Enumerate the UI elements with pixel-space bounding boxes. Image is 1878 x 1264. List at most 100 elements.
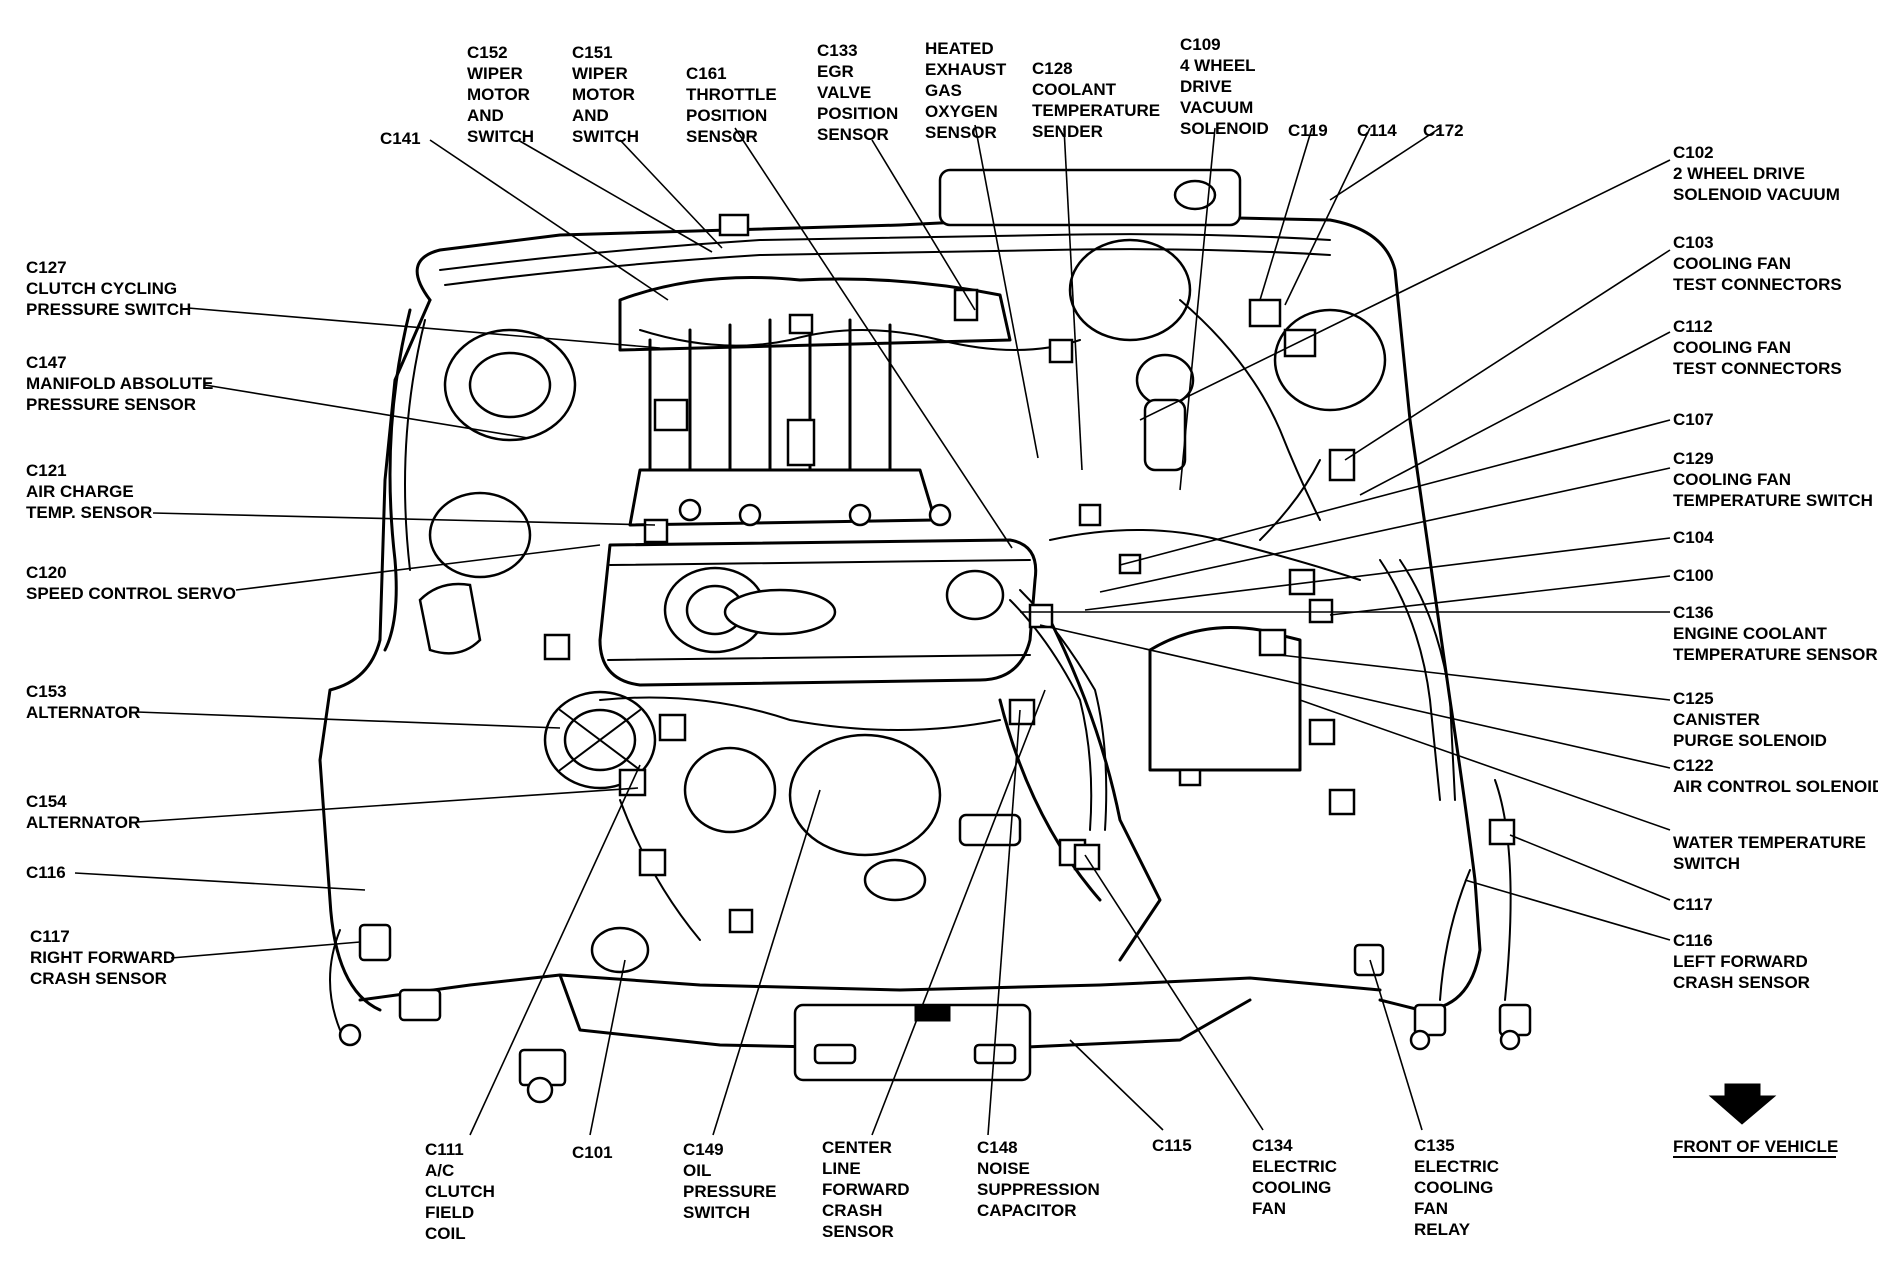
connector-label-line: RELAY [1414,1220,1471,1239]
connector-label-line: VALVE [817,83,871,102]
connector-label-line: POSITION [817,104,898,123]
connector-label-line: TEMPERATURE [1032,101,1160,120]
connector-label-line: THROTTLE [686,85,777,104]
connector-label-c107: C107 [1673,410,1714,429]
connector-label-line: C161 [686,64,727,83]
connector-label-line: POSITION [686,106,767,125]
connector-label-line: SOLENOID [1180,119,1269,138]
connector-label-line: COOLING FAN [1673,254,1791,273]
connector-label-line: SWITCH [1673,854,1740,873]
connector-label-line: CENTER [822,1138,892,1157]
connector-label-line: CRASH [822,1201,882,1220]
connector-label-line: CLUTCH CYCLING [26,279,177,298]
connector-label-c116-left: C116 [26,863,66,882]
connector-label-line: C120 [26,563,67,582]
connector-label-c141: C141 [380,129,421,148]
coolant-reservoir [1148,626,1302,772]
connector-label-line: AIR CONTROL SOLENOID [1673,777,1878,796]
connector-label-line: C112 [1673,317,1713,336]
connector-label-line: CRASH SENSOR [30,969,167,988]
connector-label-line: WIPER [467,64,523,83]
connector-label-line: C152 [467,43,508,62]
connector-label-line: COOLING [1414,1178,1493,1197]
connector-label-line: AIR CHARGE [26,482,134,501]
ac-compressor [683,746,777,834]
connector-label-c172: C172 [1423,121,1464,140]
connector-label-line: C135 [1414,1136,1455,1155]
connector-label-line: NOISE [977,1159,1030,1178]
intake-runners [648,318,892,472]
connector-label-line: C151 [572,43,613,62]
connector-label-line: SENSOR [822,1222,894,1241]
connector-label-line: C119 [1288,121,1328,140]
connector-label-line: ALTERNATOR [26,703,140,722]
connector-label-line: C147 [26,353,67,372]
connector-label-line: C148 [977,1138,1018,1157]
connector-label-line: MOTOR [467,85,530,104]
connector-label-line: FAN [1252,1199,1286,1218]
connector-label-line: C153 [26,682,67,701]
connector-label-line: C102 [1673,143,1714,162]
connector-label-line: C134 [1252,1136,1293,1155]
connector-label-c119: C119 [1288,121,1328,140]
connector-label-line: LINE [822,1159,861,1178]
connector-label-line: HEATED [925,39,994,58]
connector-label-line: C116 [26,863,66,882]
connector-label-line: AND [467,106,504,125]
connector-label-line: TEST CONNECTORS [1673,275,1842,294]
connector-label-line: C172 [1423,121,1464,140]
connector-label-line: C122 [1673,756,1714,775]
connector-label-line: C104 [1673,528,1714,547]
connector-label-line: C116 [1673,931,1713,950]
connector-label-line: EGR [817,62,854,81]
connector-label-line: MANIFOLD ABSOLUTE [26,374,213,393]
connector-label-line: LEFT FORWARD [1673,952,1808,971]
connector-label-line: C129 [1673,449,1714,468]
connector-label-line: SUPPRESSION [977,1180,1100,1199]
valve-cover [598,538,1038,687]
connector-label-line: C114 [1357,121,1397,140]
engine-illustration [318,168,1532,1104]
connector-label-line: DRIVE [1180,77,1232,96]
connector-label-line: C154 [26,792,67,811]
connector-label-line: SWITCH [467,127,534,146]
connector-label-line: COIL [425,1224,466,1243]
connector-label-line: SWITCH [683,1203,750,1222]
connector-label-line: SWITCH [572,127,639,146]
connector-label-line: C107 [1673,410,1714,429]
connector-label-line: C117 [1673,895,1713,914]
front-arrow-icon [1708,1083,1777,1125]
right-strut-tower [1068,238,1192,342]
connector-label-line: CLUTCH [425,1182,495,1201]
connector-label-line: GAS [925,81,962,100]
connector-label-line: SENSOR [925,123,997,142]
connector-label-c104: C104 [1673,528,1714,547]
connector-label-line: COOLING [1252,1178,1331,1197]
connector-label-line: C127 [26,258,67,277]
connector-label-line: C115 [1152,1136,1192,1155]
connector-label-c101: C101 [572,1143,613,1162]
connector-label-line: SPEED CONTROL SERVO [26,584,236,603]
connector-label-line: TEST CONNECTORS [1673,359,1842,378]
connector-label-line: FAN [1414,1199,1448,1218]
connector-label-line: C128 [1032,59,1073,78]
connector-label-line: C149 [683,1140,724,1159]
connector-label-line: OXYGEN [925,102,998,121]
